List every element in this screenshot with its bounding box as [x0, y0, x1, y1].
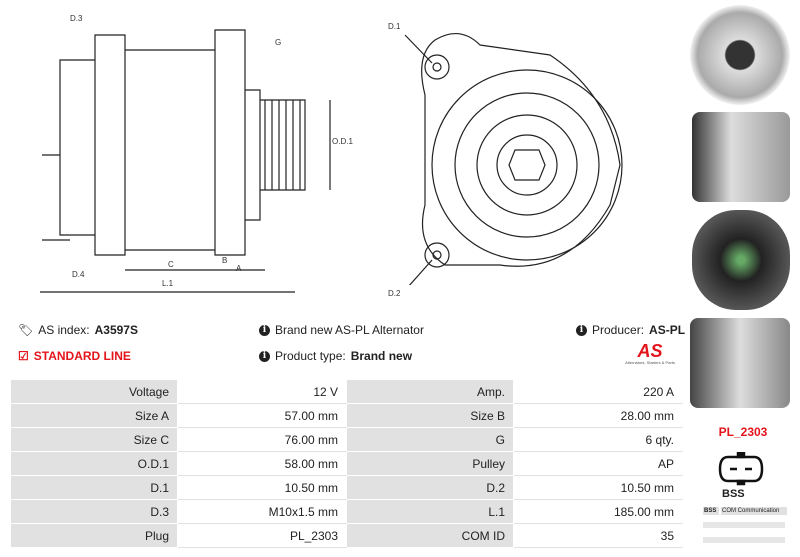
spec-value: M10x1.5 mm — [177, 499, 347, 524]
info-icon: i — [259, 350, 270, 362]
spec-label: D.2 — [346, 475, 514, 500]
spec-value: 28.00 mm — [513, 403, 683, 428]
spec-label: Pulley — [346, 451, 514, 476]
spec-label: G — [346, 427, 514, 452]
label-c: C — [168, 260, 174, 269]
spec-label: COM ID — [346, 523, 514, 548]
product-photo-back[interactable] — [692, 210, 790, 310]
spec-value: 58.00 mm — [177, 451, 347, 476]
label-a: A — [236, 264, 242, 273]
plug-type: BSS — [722, 488, 745, 500]
as-pl-logo: AS Alternators, Starters & Parts — [620, 342, 680, 365]
checkbox-icon: ☑ — [18, 349, 29, 363]
label-b: B — [222, 256, 228, 265]
spec-label: Size C — [10, 427, 178, 452]
standard-line-label: STANDARD LINE — [33, 349, 131, 363]
standard-line: ☑ STANDARD LINE — [18, 349, 131, 363]
spec-label: D.3 — [10, 499, 178, 524]
label-l1: L.1 — [162, 279, 174, 288]
spec-value: 10.50 mm — [513, 475, 683, 500]
spec-value: 220 A — [513, 379, 683, 404]
plug-legend-row: BSS COM Communication — [703, 507, 787, 515]
spec-label: Plug — [10, 523, 178, 548]
spec-value: 185.00 mm — [513, 499, 683, 524]
spec-value: 57.00 mm — [177, 403, 347, 428]
as-index-value: A3597S — [94, 323, 138, 337]
plug-code: PL_2303 — [718, 425, 768, 439]
spec-value: 35 — [513, 523, 683, 548]
brand-new-text: Brand new AS-PL Alternator — [275, 323, 424, 337]
logo-mark: AS — [637, 341, 663, 361]
as-index-label: AS index: — [38, 323, 90, 337]
product-photo-front[interactable] — [690, 5, 790, 105]
info-icon: i — [576, 324, 587, 336]
product-photo-side[interactable] — [692, 112, 790, 202]
producer-label: Producer: — [592, 323, 645, 337]
spec-value: 6 qty. — [513, 427, 683, 452]
label-d2: D.2 — [388, 289, 401, 298]
spec-value: 12 V — [177, 379, 347, 404]
side-view-drawing — [40, 29, 331, 293]
info-icon: i — [259, 324, 270, 336]
spec-label: Voltage — [10, 379, 178, 404]
label-od1: O.D.1 — [332, 137, 353, 146]
plug-connector-icon — [718, 452, 764, 486]
product-type-value: Brand new — [350, 349, 413, 363]
product-type: i Product type: Brand new — [259, 349, 412, 363]
spec-label: O.D.1 — [10, 451, 178, 476]
spec-value: 10.50 mm — [177, 475, 347, 500]
product-type-label: Product type: — [275, 349, 346, 363]
spec-label: Amp. — [346, 379, 514, 404]
producer-value: AS-PL — [649, 323, 686, 337]
front-view-drawing — [404, 33, 623, 285]
plug-legend-empty-row — [703, 537, 785, 543]
spec-label: Size A — [10, 403, 178, 428]
label-d4: D.4 — [72, 270, 85, 279]
legend-value: COM Communication — [721, 507, 787, 515]
tags-icon: 🏷 — [18, 323, 34, 337]
spec-label: D.1 — [10, 475, 178, 500]
spec-label: L.1 — [346, 499, 514, 524]
brand-new-info: i Brand new AS-PL Alternator — [259, 323, 424, 337]
product-photo-angle[interactable] — [690, 318, 790, 408]
label-d1: D.1 — [388, 22, 401, 31]
spec-value: 76.00 mm — [177, 427, 347, 452]
producer: i Producer: AS-PL — [576, 323, 685, 337]
spec-value: AP — [513, 451, 683, 476]
label-d3: D.3 — [70, 14, 83, 23]
label-g: G — [275, 38, 282, 47]
spec-value: PL_2303 — [177, 523, 347, 548]
logo-tagline: Alternators, Starters & Parts — [625, 360, 675, 365]
plug-legend-empty-row — [703, 522, 785, 528]
legend-key: BSS — [703, 507, 719, 515]
as-index: 🏷 AS index: A3597S — [18, 323, 138, 337]
spec-label: Size B — [346, 403, 514, 428]
